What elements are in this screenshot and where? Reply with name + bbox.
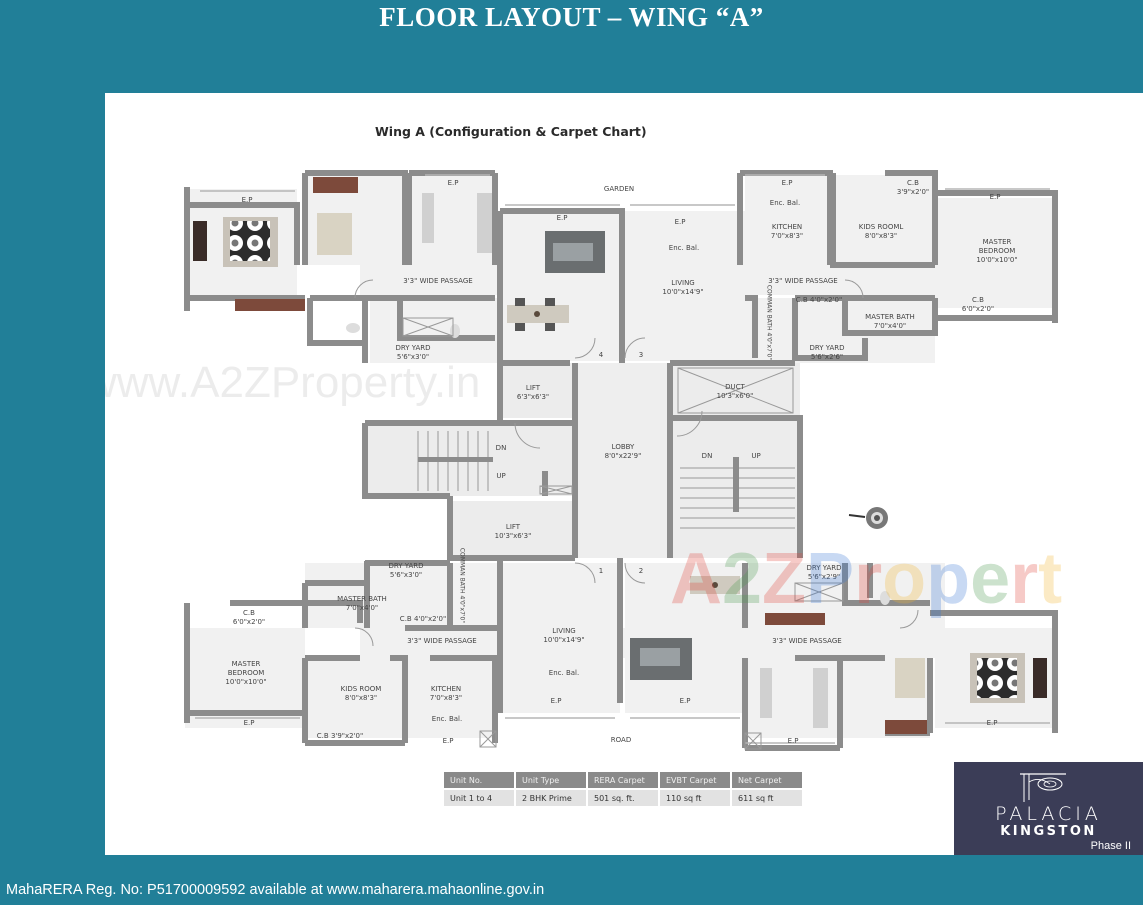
- label-unit-2: 2: [638, 567, 644, 575]
- label-ep: E.P: [989, 193, 1001, 201]
- watermark-logo: A2ZPropert: [670, 539, 1063, 619]
- logo-name-palacia: PALACIA: [995, 803, 1102, 825]
- label-up: UP: [751, 452, 761, 460]
- compass-icon: [848, 507, 888, 529]
- label-ep: E.P: [787, 737, 799, 745]
- label-ep: E.P: [447, 179, 459, 187]
- label-passage: 3'3" WIDE PASSAGE: [407, 637, 477, 645]
- label-common-bath: COMMAN BATH 4'0"x7'0": [458, 547, 466, 624]
- brand-logo: PALACIA KINGSTON Phase II: [954, 762, 1143, 855]
- label-dn: DN: [495, 444, 507, 452]
- label-unit-3: 3: [638, 351, 644, 359]
- label-ep: E.P: [679, 697, 691, 705]
- label-up: UP: [496, 472, 506, 480]
- cell-net-carpet: 611 sq ft: [732, 790, 802, 806]
- logo-name-kingston: KINGSTON: [1000, 824, 1097, 839]
- header-unit-no: Unit No.: [444, 772, 514, 788]
- page-title: FLOOR LAYOUT – WING “A”: [379, 2, 764, 32]
- table-row: Unit 1 to 4 2 BHK Prime 501 sq. ft. 110 …: [444, 790, 802, 806]
- label-ep: E.P: [781, 179, 793, 187]
- label-cb-passage: C.B 4'0"x2'0": [399, 615, 447, 623]
- floor-plan-sheet: www.A2ZProperty.in: [105, 93, 1143, 855]
- table-header-row: Unit No. Unit Type RERA Carpet EVBT Carp…: [444, 772, 802, 788]
- header-net-carpet: Net Carpet: [732, 772, 802, 788]
- label-ep: E.P: [241, 196, 253, 204]
- label-unit-4: 4: [598, 351, 604, 359]
- cell-unit-no: Unit 1 to 4: [444, 790, 514, 806]
- label-enc-bal: Enc. Bal.: [431, 715, 463, 723]
- label-enc-bal: Enc. Bal.: [668, 244, 700, 252]
- label-cb-passage: C.B 4'0"x2'0": [795, 296, 843, 304]
- label-dn: DN: [701, 452, 713, 460]
- label-ep: E.P: [442, 737, 454, 745]
- label-passage: 3'3" WIDE PASSAGE: [772, 637, 842, 645]
- label-passage: 3'3" WIDE PASSAGE: [768, 277, 838, 285]
- label-unit-1: 1: [598, 567, 604, 575]
- label-enc-bal: Enc. Bal.: [769, 199, 801, 207]
- logo-phase: Phase II: [1090, 840, 1131, 852]
- header-evbt-carpet: EVBT Carpet: [660, 772, 730, 788]
- label-ep: E.P: [243, 719, 255, 727]
- cell-evbt-carpet: 110 sq ft: [660, 790, 730, 806]
- header-rera-carpet: RERA Carpet: [588, 772, 658, 788]
- floor-plan-drawing: [184, 170, 1058, 751]
- carpet-table: Unit No. Unit Type RERA Carpet EVBT Carp…: [442, 770, 804, 808]
- cell-unit-type: 2 BHK Prime: [516, 790, 586, 806]
- watermark-url: www.A2ZProperty.in: [105, 358, 481, 407]
- rera-footer: MahaRERA Reg. No: P51700009592 available…: [6, 882, 545, 898]
- label-road: ROAD: [610, 736, 632, 744]
- palacia-emblem-icon: [1020, 773, 1066, 802]
- label-ep: E.P: [556, 214, 568, 222]
- label-passage: 3'3" WIDE PASSAGE: [403, 277, 473, 285]
- cell-rera-carpet: 501 sq. ft.: [588, 790, 658, 806]
- label-garden: GARDEN: [603, 185, 635, 193]
- label-common-bath: COMMAN BATH 4'0"x7'0": [765, 284, 773, 361]
- label-cb: C.B 3'9"x2'0": [316, 732, 364, 740]
- label-ep: E.P: [986, 719, 998, 727]
- header-unit-type: Unit Type: [516, 772, 586, 788]
- chart-title: Wing A (Configuration & Carpet Chart): [375, 124, 647, 139]
- label-enc-bal: Enc. Bal.: [548, 669, 580, 677]
- label-ep: E.P: [674, 218, 686, 226]
- label-ep: E.P: [550, 697, 562, 705]
